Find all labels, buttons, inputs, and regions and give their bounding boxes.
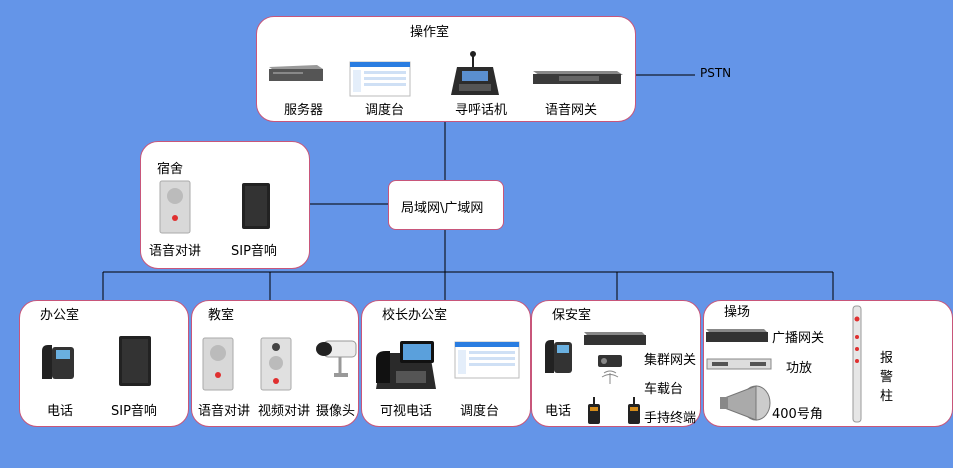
classroom-title: 教室: [208, 308, 235, 323]
alarm-pillar-icon: [852, 305, 862, 423]
amplifier-label: 功放: [786, 361, 813, 376]
sip-speaker-label: SIP音响: [111, 404, 157, 419]
playground-title: 操场: [724, 305, 751, 320]
voice-gateway-label: 语音网关: [545, 103, 598, 118]
horn-speaker-label: 400号角: [772, 407, 823, 422]
paging-phone-label: 寻呼话机: [455, 103, 508, 118]
security-room-panel: 保安室 电话 集群网关 车载台 手持终端: [531, 300, 701, 427]
control-room-title: 操作室: [410, 25, 450, 40]
principal-office-title: 校长办公室: [382, 308, 448, 323]
intercom-icon: [202, 337, 234, 391]
phone-icon: [42, 345, 74, 379]
dormitory-title: 宿舍: [157, 162, 184, 177]
network-node: 局域网\广域网: [388, 180, 504, 230]
vehicle-radio-label: 车载台: [644, 382, 684, 397]
control-room-panel: 操作室 服务器 调度台 寻呼话机 语音网关: [256, 16, 636, 122]
office-panel: 办公室 电话 SIP音响: [19, 300, 189, 427]
camera-label: 摄像头: [316, 404, 356, 419]
alarm-pillar-label: 报警柱: [880, 351, 894, 404]
dispatch-console-icon: [454, 341, 520, 379]
pstn-label: PSTN: [700, 66, 732, 80]
sip-speaker-label: SIP音响: [231, 244, 277, 259]
sip-speaker-icon: [119, 336, 151, 386]
video-intercom-icon: [260, 337, 292, 391]
dispatch-console-label: 调度台: [365, 103, 405, 118]
video-intercom-label: 视频对讲: [258, 404, 311, 419]
dormitory-panel: 宿舍 语音对讲 SIP音响: [140, 141, 310, 269]
phone-label: 电话: [545, 404, 572, 419]
intercom-label: 语音对讲: [198, 404, 251, 419]
dispatch-console-label: 调度台: [460, 404, 500, 419]
principal-office-panel: 校长办公室 可视电话 调度台: [361, 300, 531, 427]
server-label: 服务器: [284, 103, 324, 118]
handheld-terminal-icon: [588, 397, 640, 424]
broadcast-gateway-label: 广播网关: [772, 331, 825, 346]
security-room-title: 保安室: [552, 308, 592, 323]
classroom-panel: 教室 语音对讲 视频对讲 摄像头: [191, 300, 359, 427]
handheld-terminal-label: 手持终端: [644, 411, 697, 426]
dispatch-console-icon: [349, 61, 411, 97]
sip-speaker-icon: [242, 183, 270, 229]
camera-icon: [316, 340, 357, 377]
amplifier-icon: [706, 358, 772, 370]
horn-speaker-icon: [720, 385, 771, 421]
intercom-icon: [159, 180, 191, 234]
paging-phone-icon: [451, 51, 499, 95]
playground-panel: 操场 广播网关 功放 400号角 报警柱: [703, 300, 953, 427]
phone-icon: [545, 340, 572, 373]
intercom-label: 语音对讲: [149, 244, 202, 259]
video-phone-icon: [376, 341, 436, 389]
office-title: 办公室: [40, 308, 80, 323]
server-icon: [269, 65, 323, 81]
vehicle-radio-icon: [598, 355, 622, 384]
voice-gateway-icon: [533, 71, 623, 84]
trunk-gateway-icon: [584, 332, 646, 345]
video-phone-label: 可视电话: [380, 404, 433, 419]
broadcast-gateway-icon: [706, 329, 768, 342]
network-label: 局域网\广域网: [401, 201, 484, 216]
phone-label: 电话: [47, 404, 74, 419]
trunk-gateway-label: 集群网关: [644, 353, 697, 368]
